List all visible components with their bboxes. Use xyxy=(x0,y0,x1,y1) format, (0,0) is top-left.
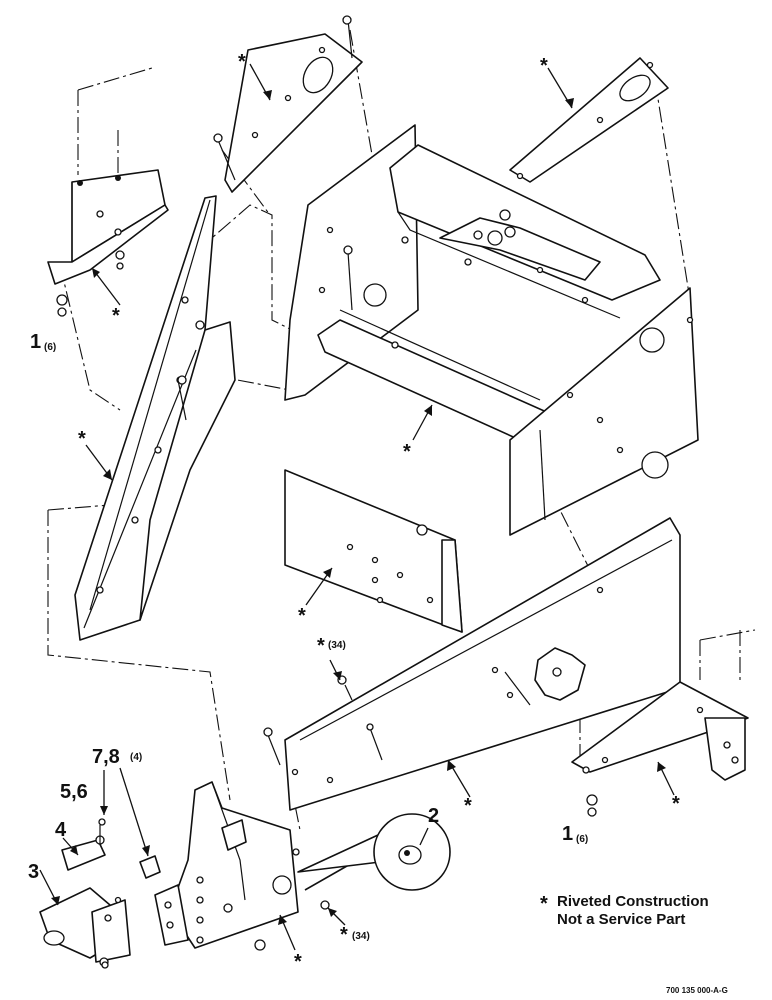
item-3-label: 3 xyxy=(28,861,39,883)
asterisk-top-gusset: * xyxy=(238,51,246,73)
lower-diagonal-beam xyxy=(263,517,681,811)
top-gusset-plate xyxy=(213,15,363,193)
asterisk-top-right-gusset: * xyxy=(540,55,548,77)
rivet-qty-lower: (34) xyxy=(352,931,370,942)
legend-line-1: Riveted Construction xyxy=(557,893,709,910)
lower-corner-bracket xyxy=(571,681,749,817)
middle-mounting-plate xyxy=(284,469,463,633)
hitch-side-plate xyxy=(154,781,300,949)
item-4-label: 4 xyxy=(55,819,67,841)
drawing-number: 700 135 000-A-G xyxy=(666,986,728,995)
legend-note: * Riveted Construction Not a Service Par… xyxy=(540,893,709,928)
asterisk-upper-bracket: * xyxy=(112,305,120,327)
item-1-upper: 1 xyxy=(30,331,41,353)
item-7-8-qty: (4) xyxy=(130,752,142,763)
asterisk-lower-bracket: * xyxy=(672,793,680,815)
asterisk-rivets-lower: * xyxy=(340,924,348,946)
hitch-clevis xyxy=(39,818,161,967)
asterisk-hitch-plate: * xyxy=(294,951,302,973)
item-5-6-label: 5,6 xyxy=(60,781,88,803)
asterisk-markers: * * * * * * * * * xyxy=(78,51,680,973)
left-vertical-channel xyxy=(74,195,236,641)
rivet-qty-upper: (34) xyxy=(328,640,346,651)
upper-corner-bracket xyxy=(47,169,169,317)
asterisk-rivets-upper: * xyxy=(317,635,325,657)
main-box-frame xyxy=(284,124,699,536)
item-1-lower: 1 xyxy=(562,823,573,845)
legend-asterisk: * xyxy=(540,893,548,915)
legend-line-2: Not a Service Part xyxy=(557,911,685,928)
loose-fasteners xyxy=(101,900,330,969)
detail-circle xyxy=(297,813,451,891)
asterisk-middle-plate: * xyxy=(298,605,306,627)
asterisk-left-channel: * xyxy=(78,428,86,450)
item-1-upper-qty: (6) xyxy=(44,342,56,353)
asterisk-box-frame: * xyxy=(403,441,411,463)
item-2-label: 2 xyxy=(428,805,439,827)
asterisk-diagonal-beam: * xyxy=(464,795,472,817)
leader-lines xyxy=(39,63,675,951)
item-labels: * (34) * (34) 1 (6) 1 (6) 2 3 4 5,6 7,8 … xyxy=(28,331,588,946)
top-right-gusset-plate xyxy=(509,57,669,183)
item-1-lower-qty: (6) xyxy=(576,834,588,845)
item-7-8-label: 7,8 xyxy=(92,746,120,768)
